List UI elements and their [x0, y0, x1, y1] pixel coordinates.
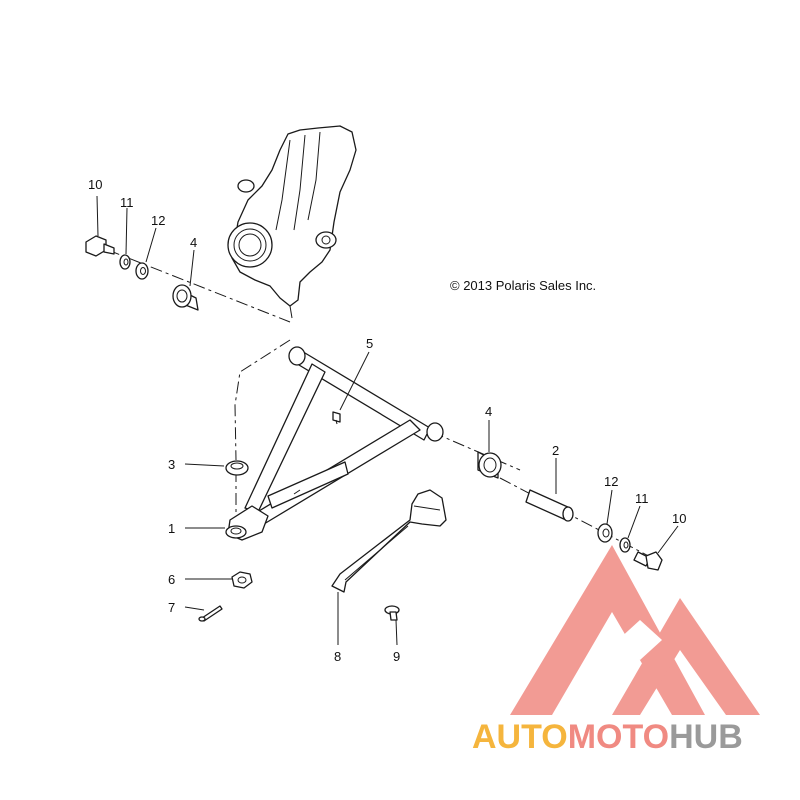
steering-knuckle	[227, 125, 357, 319]
part-2-sleeve	[525, 489, 574, 522]
part-8-guard	[331, 489, 447, 593]
part-9-screw	[384, 605, 400, 621]
alignment-centerlines	[107, 249, 661, 563]
part-12-washer-left	[135, 262, 149, 280]
callout-label-9: 9	[393, 649, 400, 664]
watermark-text-auto: AUTO	[472, 718, 568, 756]
callout-label-5: 5	[366, 336, 373, 351]
watermark-triangle-inner	[618, 620, 662, 660]
callout-label-10-right: 10	[672, 511, 686, 526]
callout-label-10-left: 10	[88, 177, 102, 192]
part-5-grease-fitting	[332, 411, 341, 425]
callout-label-6: 6	[168, 572, 175, 587]
part-10-bolt-left	[85, 235, 115, 257]
watermark-triangle-right	[612, 598, 760, 715]
watermark-text: AUTOMOTOHUB	[472, 718, 743, 756]
callout-label-4-left: 4	[190, 235, 197, 250]
part-4-bushing-left	[172, 284, 199, 311]
copyright-notice: © 2013 Polaris Sales Inc.	[450, 278, 596, 293]
callout-label-7: 7	[168, 600, 175, 615]
callout-label-1: 1	[168, 521, 175, 536]
part-4-bushing-right	[477, 451, 502, 479]
callout-label-11-left: 11	[120, 195, 134, 210]
part-6-nut	[231, 571, 253, 589]
callout-label-4-right: 4	[485, 404, 492, 419]
watermark-text-moto: MOTO	[568, 718, 669, 756]
callout-labels: 10 11 12 4 5 4 3 2 12 11 10 1 6 7 8 9	[88, 177, 686, 664]
part-1-a-arm	[225, 346, 444, 541]
automotohub-watermark-logo	[510, 545, 760, 715]
part-3-bushing	[225, 460, 249, 476]
part-11-lock-washer-left	[119, 254, 131, 270]
callout-label-2: 2	[552, 443, 559, 458]
callout-label-12-left: 12	[151, 213, 165, 228]
watermark-text-hub: HUB	[669, 718, 743, 756]
part-7-cotter-pin	[198, 605, 223, 622]
part-11-lock-washer-right	[619, 537, 631, 553]
part-10-bolt-right	[633, 551, 663, 571]
callout-label-3: 3	[168, 457, 175, 472]
callout-label-12-right: 12	[604, 474, 618, 489]
callout-label-8: 8	[334, 649, 341, 664]
callout-leader-lines	[96, 195, 679, 646]
callout-label-11-right: 11	[635, 491, 649, 506]
part-12-washer-right	[597, 523, 613, 543]
